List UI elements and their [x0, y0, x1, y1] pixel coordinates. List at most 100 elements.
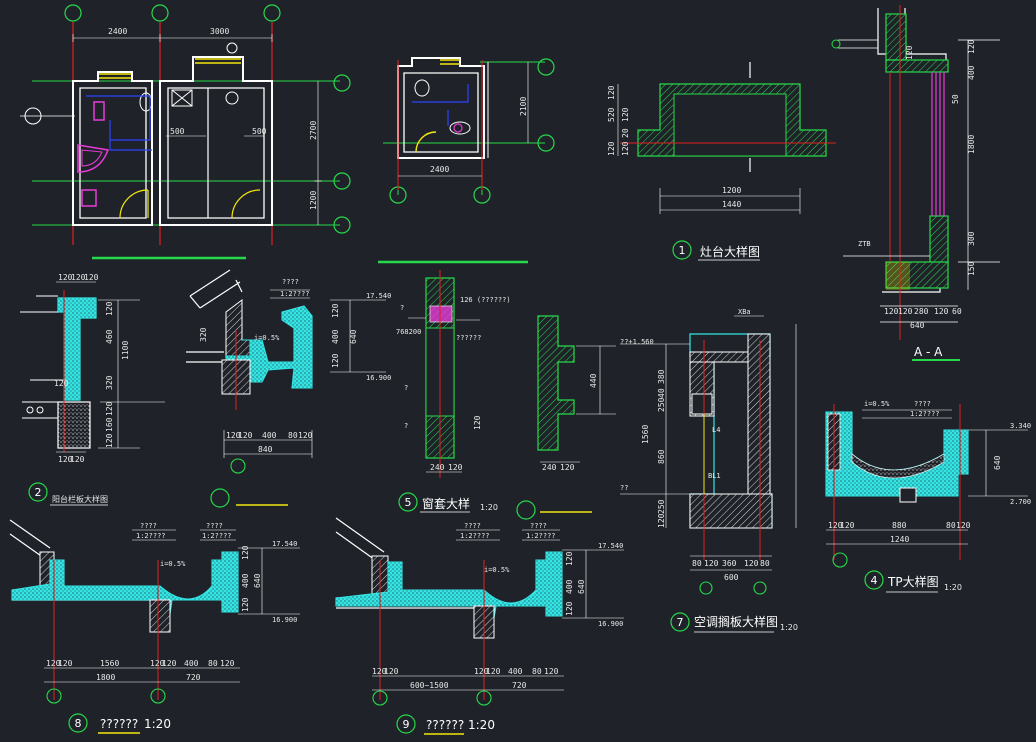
detail-9-dim-b120b: 120	[384, 667, 399, 676]
plan-a: 2400 3000 500 500 2700 1200	[20, 4, 351, 260]
detail-8-dim-b120b: 120	[58, 659, 73, 668]
section-aa-dim-b280: 280	[914, 307, 929, 316]
detail-4-dim-b880: 880	[892, 521, 907, 530]
section-aa-dim-1800: 1800	[967, 135, 976, 154]
detail-5-note-3: ??????	[456, 334, 481, 342]
detail-2-dim-320: 320	[105, 375, 114, 390]
detail-1-dim-120b: 120	[621, 107, 630, 122]
detail-5-level-top: 17.540	[366, 292, 391, 300]
detail-7-level-top: ??+1.560	[620, 338, 654, 346]
detail-9-note-3: ????	[530, 522, 547, 530]
section-aa-dim-640: 640	[910, 321, 925, 330]
section-aa-dim-b120c: 120	[934, 307, 949, 316]
detail-8-note-1: ????	[140, 522, 157, 530]
detail-9-level-bottom: 16.900	[598, 620, 623, 628]
detail-2-dim-top-120b: 120	[71, 273, 86, 282]
detail-5b-dim-b240: 240	[542, 463, 557, 472]
section-aa-title: A - A	[914, 345, 943, 359]
detail-eave-a-dim-b80: 80	[288, 431, 298, 440]
detail-1-dim-1440: 1440	[722, 200, 741, 209]
detail-4-dim-b120a: 120	[828, 521, 843, 530]
detail-2-dim-1100: 1100	[121, 341, 130, 360]
detail-2-dim-120a: 120	[105, 301, 114, 316]
plan-b-axis-bubbles	[389, 58, 555, 204]
detail-5b-number-bubble	[516, 500, 536, 520]
detail-7-dim-b120a: 120	[704, 559, 719, 568]
detail-7-dim-120: 120	[657, 513, 666, 528]
detail-5-number: 5	[405, 496, 412, 509]
detail-5-scale: 1:20	[480, 503, 498, 512]
detail-7-dim-380: 380	[657, 369, 666, 384]
detail-9-note-1: ????	[464, 522, 481, 530]
section-aa-dim-50: 50	[951, 94, 960, 104]
detail-eave-a-dim-b120a: 120	[226, 431, 241, 440]
detail-8-dim-b120d: 120	[162, 659, 177, 668]
detail-9-number-bubble	[396, 714, 416, 734]
detail-8-dim-b1560: 1560	[100, 659, 119, 668]
detail-5b-dim-440: 440	[589, 373, 598, 388]
detail-4-number-bubble	[864, 570, 884, 590]
detail-2: 120 120 120 120 460 1100 320 120 160 120…	[20, 273, 165, 506]
detail-7-label-bl: BL1	[708, 472, 721, 480]
detail-7-dim-b360: 360	[722, 559, 737, 568]
detail-9: ???? 1:2???? ???? 1:2???? i=0.5% 17.540 …	[335, 517, 624, 735]
detail-8-note-5: i=0.5%	[160, 560, 186, 568]
plan-b-dim-2100: 2100	[519, 97, 528, 116]
detail-5-note-2: 768200	[396, 328, 421, 336]
detail-8-scale: 1:20	[144, 717, 171, 731]
detail-9-dim-120a: 120	[565, 551, 574, 566]
detail-8-dim-1800: 1800	[96, 673, 115, 682]
plan-b: 2400 2100	[378, 57, 555, 264]
detail-8-dim-120a: 120	[241, 545, 250, 560]
section-aa-dim-b120b: 120	[898, 307, 913, 316]
section-aa-dim-150: 150	[967, 261, 976, 276]
detail-5-note-4: ?	[400, 304, 404, 312]
section-aa: ZTB 120 400 50 1800 300 150 120 120 120 …	[831, 5, 1000, 361]
detail-8-level-top: 17.540	[272, 540, 297, 548]
detail-eave-a-dim-b120b: 120	[238, 431, 253, 440]
detail-4-dim-b120b: 120	[840, 521, 855, 530]
detail-4-note-3: 1:2????	[910, 410, 940, 418]
detail-7-level-bottom: ??	[620, 484, 628, 492]
detail-8-dim-b400: 400	[184, 659, 199, 668]
detail-7-dim-250b: 250	[657, 499, 666, 514]
detail-4-dim-b80: 80	[946, 521, 956, 530]
detail-9-note-5: i=0.5%	[484, 566, 510, 574]
detail-8-dim-b120c: 120	[150, 659, 165, 668]
detail-9-scale: 1:20	[468, 718, 495, 732]
section-aa-dim-120a: 120	[967, 39, 976, 54]
detail-eave-a-dim-840: 840	[258, 445, 273, 454]
detail-5-note-5: ?	[404, 384, 408, 392]
detail-5-dim-640: 640	[349, 329, 358, 344]
detail-8-note-2: 1:2????	[136, 532, 166, 540]
detail-7: XBa L4 BL1 ??+1.560 ?? 380 40 250 1560 8…	[620, 308, 798, 633]
detail-4-note-2: ????	[914, 400, 931, 408]
detail-9-dim-b120a: 120	[372, 667, 387, 676]
detail-eave-a-number-bubble	[210, 488, 230, 508]
detail-4-dim-640: 640	[993, 455, 1002, 470]
detail-8-title: ??????	[100, 717, 138, 731]
detail-2-dim-bottom-120b: 120	[70, 455, 85, 464]
detail-1-dim-20: 20	[621, 128, 630, 138]
detail-4-scale: 1:20	[944, 583, 962, 592]
detail-1-dim-120d: 120	[621, 141, 630, 156]
detail-4-level-top: 3.340	[1010, 422, 1031, 430]
detail-2-dim-bottom-120a: 120	[58, 455, 73, 464]
detail-5-note-1: 126 (??????)	[460, 296, 511, 304]
detail-9-number: 9	[403, 718, 410, 731]
detail-7-number-bubble	[670, 612, 690, 632]
detail-8-level-bottom: 16.900	[272, 616, 297, 624]
detail-5-dim-right-120: 120	[473, 415, 482, 430]
detail-1-dim-120c: 120	[607, 141, 616, 156]
detail-eave-a-note-1: ????	[282, 278, 299, 286]
detail-8-dim-120b: 120	[241, 597, 250, 612]
detail-7-label-l4: L4	[712, 426, 720, 434]
detail-9-level-top: 17.540	[598, 542, 623, 550]
detail-8-note-3: ????	[206, 522, 223, 530]
detail-9-note-2: 1:2????	[460, 532, 490, 540]
detail-5-dim-b240: 240	[430, 463, 445, 472]
section-aa-dim-120b: 120	[905, 45, 914, 60]
detail-5-dim-400: 400	[331, 329, 340, 344]
detail-1-dim-520: 520	[607, 107, 616, 122]
detail-8-dim-b80: 80	[208, 659, 218, 668]
